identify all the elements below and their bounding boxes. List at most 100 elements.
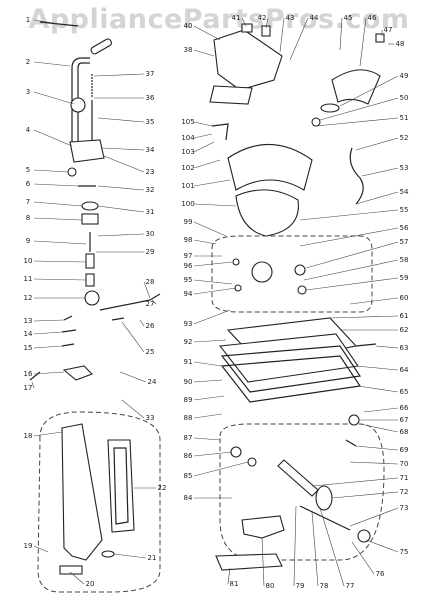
part-number-55: 55 xyxy=(400,206,409,214)
part-number-47: 47 xyxy=(384,26,393,34)
bracket-49 xyxy=(320,103,340,113)
leader-line-34 xyxy=(101,147,145,151)
terminal-104 xyxy=(211,123,229,141)
leader-line-90 xyxy=(193,379,223,383)
part-number-11: 11 xyxy=(24,275,33,283)
part-number-102: 102 xyxy=(181,164,194,172)
leader-line-72 xyxy=(331,491,399,499)
leader-line-32 xyxy=(97,185,145,191)
part-number-38: 38 xyxy=(184,46,193,54)
part-number-92: 92 xyxy=(184,338,193,346)
leader-line-59 xyxy=(305,277,399,291)
switch-knob xyxy=(70,97,86,113)
part-number-40: 40 xyxy=(184,22,193,30)
part-number-1: 1 xyxy=(26,16,30,24)
part-number-29: 29 xyxy=(146,248,155,256)
leader-line-85 xyxy=(193,461,249,477)
part-number-37: 37 xyxy=(146,70,155,78)
bag-door-22 xyxy=(107,439,135,533)
leader-line-104 xyxy=(193,133,213,139)
leader-line-8 xyxy=(33,217,83,221)
fastener-47 xyxy=(375,33,385,43)
agitator-72 xyxy=(315,485,333,511)
part-number-44: 44 xyxy=(310,14,319,22)
part-number-48: 48 xyxy=(396,40,405,48)
leader-line-79 xyxy=(293,505,297,587)
part-number-52: 52 xyxy=(400,134,409,142)
leader-line-26 xyxy=(139,319,145,327)
part-number-68: 68 xyxy=(400,428,409,436)
collar-8 xyxy=(81,213,99,225)
part-number-31: 31 xyxy=(146,208,155,216)
part-number-64: 64 xyxy=(400,366,409,374)
leader-line-55 xyxy=(299,209,399,221)
leader-line-63 xyxy=(375,345,399,349)
bag-housing-outline xyxy=(37,411,161,593)
screw-69 xyxy=(345,439,357,447)
leader-line-96 xyxy=(193,261,233,267)
part-number-51: 51 xyxy=(400,114,409,122)
leader-line-10 xyxy=(33,260,87,263)
switch-housing xyxy=(69,139,105,163)
part-number-54: 54 xyxy=(400,188,409,196)
leader-line-21 xyxy=(113,553,147,559)
leader-line-92 xyxy=(193,339,227,343)
screw-41 xyxy=(241,23,253,33)
leader-line-16 xyxy=(33,371,65,375)
link-rod-28 xyxy=(99,299,151,311)
leader-line-18 xyxy=(33,431,63,437)
motor-housing-outline xyxy=(211,235,373,313)
leader-line-102 xyxy=(193,159,221,169)
leader-line-100 xyxy=(193,203,237,207)
part-number-35: 35 xyxy=(146,118,155,126)
watermark: AppliancePartsPros.com xyxy=(28,4,410,35)
part-number-19: 19 xyxy=(24,542,33,550)
part-number-7: 7 xyxy=(26,198,30,206)
part-number-30: 30 xyxy=(146,230,155,238)
part-number-71: 71 xyxy=(400,474,409,482)
leader-line-25 xyxy=(121,321,145,353)
part-number-77: 77 xyxy=(346,582,355,590)
part-number-32: 32 xyxy=(146,186,155,194)
leader-line-42 xyxy=(265,17,269,29)
leader-line-65 xyxy=(357,385,399,393)
part-number-99: 99 xyxy=(184,218,193,226)
part-number-57: 57 xyxy=(400,238,409,246)
base-plate-81 xyxy=(215,553,283,571)
leader-line-4 xyxy=(33,129,73,147)
part-number-79: 79 xyxy=(296,582,305,590)
part-number-45: 45 xyxy=(344,14,353,22)
part-number-22: 22 xyxy=(158,484,167,492)
bearing-86 xyxy=(230,446,242,458)
leader-line-43 xyxy=(279,17,285,53)
leader-line-75 xyxy=(365,539,399,553)
part-number-78: 78 xyxy=(320,582,329,590)
leader-line-31 xyxy=(97,205,145,213)
part-number-86: 86 xyxy=(184,452,193,460)
part-number-50: 50 xyxy=(400,94,409,102)
leader-line-45 xyxy=(339,17,343,51)
bearing-85 xyxy=(247,457,257,467)
leader-line-9 xyxy=(33,240,87,245)
handle-grip xyxy=(71,57,90,69)
part-number-98: 98 xyxy=(184,236,193,244)
belt-71 xyxy=(277,459,319,497)
leader-line-13 xyxy=(33,319,65,322)
clip-15 xyxy=(61,343,75,347)
link-end xyxy=(149,293,161,301)
part-number-85: 85 xyxy=(184,472,193,480)
leader-line-6 xyxy=(33,183,79,187)
leader-line-77 xyxy=(319,507,345,587)
leader-line-58 xyxy=(303,259,399,281)
leader-line-73 xyxy=(349,507,399,527)
part-number-42: 42 xyxy=(258,14,267,22)
part-number-26: 26 xyxy=(146,322,155,330)
part-number-34: 34 xyxy=(146,146,155,154)
leader-line-53 xyxy=(361,167,399,177)
leader-line-38 xyxy=(193,49,215,57)
leader-line-24 xyxy=(119,371,147,383)
leader-line-78 xyxy=(311,511,319,587)
part-number-14: 14 xyxy=(24,330,33,338)
leader-line-95 xyxy=(193,279,233,285)
